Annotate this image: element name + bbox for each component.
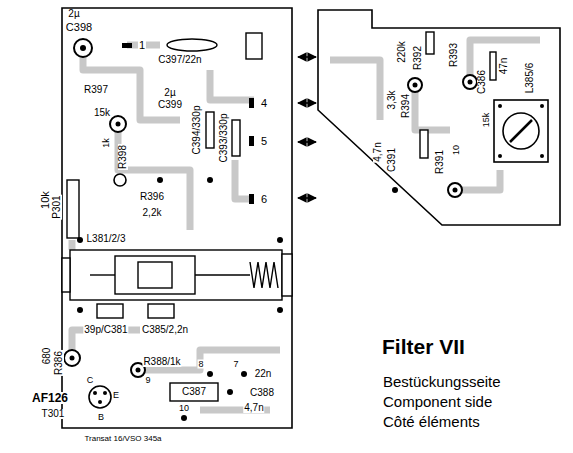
part-label: T301 — [41, 409, 66, 419]
part-label: 680 — [42, 347, 52, 366]
part-label: R396 — [139, 192, 165, 202]
board-outline — [318, 10, 560, 225]
part-label: 2µ — [163, 88, 176, 98]
part-label: 9 — [144, 376, 151, 385]
part-label: 15k — [93, 108, 111, 118]
coil-assembly — [62, 250, 292, 300]
part-label: 6 — [260, 194, 268, 205]
part-label: 4,7n — [373, 141, 383, 162]
part-label: 4,7n — [243, 403, 264, 413]
part-label: B — [97, 413, 105, 422]
part-label: P301 — [52, 194, 62, 219]
part-label: R397 — [83, 85, 109, 95]
part-label: C — [86, 376, 95, 385]
part-label: C398 — [65, 22, 93, 33]
copper-traces — [72, 45, 280, 410]
part-label: 10k — [40, 190, 51, 210]
part-label: 10 — [452, 144, 461, 156]
part-label: 15k — [482, 112, 491, 129]
part-label: R392 — [413, 45, 423, 71]
diagram-title: Filter VII — [382, 336, 465, 357]
part-label: 5 — [260, 136, 268, 147]
part-label: C394/330p — [192, 105, 202, 156]
capacitor-symbol — [167, 39, 217, 51]
part-label: 39p/C381 — [83, 325, 128, 335]
part-label: Transat 16/VSO 345a — [83, 435, 162, 443]
part-label: 220k — [397, 40, 407, 64]
part-label: R391 — [435, 149, 445, 175]
part-label: L381/2/3 — [86, 234, 127, 244]
part-label: R394 — [401, 93, 411, 119]
part-label: 1k — [102, 137, 111, 149]
part-label: E — [112, 391, 120, 400]
part-label: C397/22n — [157, 55, 202, 65]
part-label: R388/1k — [142, 357, 181, 367]
coil-symbol — [494, 100, 548, 162]
transistor-symbol — [89, 386, 111, 408]
part-label: R398 — [118, 144, 128, 170]
part-label: C387 — [181, 387, 207, 397]
part-label: AF126 — [31, 392, 69, 404]
part-label: 10 — [178, 404, 190, 413]
caption-line: Component side — [382, 394, 493, 409]
part-label: C385/2,2n — [141, 325, 189, 335]
part-label: 8 — [197, 360, 204, 369]
caption-line: Côté éléments — [382, 414, 481, 429]
part-label: R386 — [54, 350, 64, 376]
part-label: 47n — [499, 57, 509, 76]
part-label: 1 — [138, 40, 146, 51]
capacitor-symbol — [206, 112, 214, 148]
capacitor-symbol — [232, 120, 240, 156]
part-label: 2µ — [67, 9, 80, 19]
board-outline — [62, 8, 292, 428]
connection-arrows — [298, 57, 316, 198]
part-label: C386 — [477, 69, 487, 95]
part-label: 7 — [232, 360, 239, 369]
part-label: 3,3k — [387, 90, 397, 111]
part-label: L385/6 — [525, 62, 535, 95]
part-label: C393/330p — [219, 113, 229, 164]
potentiometer-symbol — [67, 180, 79, 238]
part-label: C399 — [157, 100, 183, 110]
part-label: C388 — [249, 388, 275, 398]
part-label: 4 — [260, 98, 268, 109]
part-label: 2,2k — [142, 208, 163, 218]
part-label: 22n — [254, 369, 273, 379]
part-label: R393 — [449, 42, 459, 68]
part-label: C391 — [387, 147, 397, 173]
caption-line: Bestückungsseite — [382, 374, 502, 389]
